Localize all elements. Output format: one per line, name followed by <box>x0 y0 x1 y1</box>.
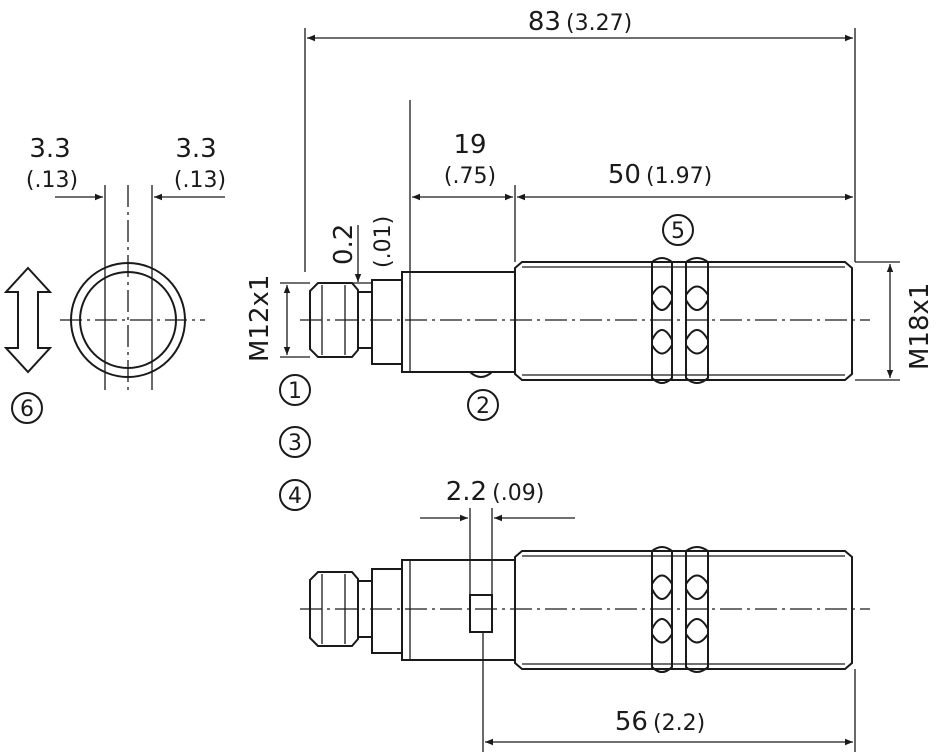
callout-4: 4 <box>279 479 311 511</box>
dim-thread-length: 50 (1.97) <box>517 160 853 201</box>
svg-text:2: 2 <box>476 394 490 419</box>
sensor-side-view <box>300 257 870 384</box>
svg-text:(.75): (.75) <box>444 164 496 189</box>
svg-text:(.13): (.13) <box>26 168 78 193</box>
svg-text:1: 1 <box>288 379 302 404</box>
svg-text:2.2 (.09): 2.2 (.09) <box>446 477 545 507</box>
dim-overall-length: 83 (3.27) <box>304 7 856 272</box>
svg-text:56 (2.2): 56 (2.2) <box>615 707 705 737</box>
svg-text:3: 3 <box>288 431 302 456</box>
svg-text:5: 5 <box>671 219 685 244</box>
svg-text:3.3: 3.3 <box>175 134 216 164</box>
svg-text:M12x1: M12x1 <box>245 275 275 362</box>
callout-1: 1 <box>279 374 311 406</box>
dim-m12-thread: M12x1 <box>245 275 310 362</box>
dim-gap: 0.2 (.01) <box>329 216 396 284</box>
dim-led-width: 2.2 (.09) <box>420 477 575 595</box>
callouts: 6 1 3 4 2 5 <box>11 214 694 511</box>
nut-1 <box>651 257 673 384</box>
dim-connector-section: 19 (.75) <box>409 100 516 272</box>
callout-6: 6 <box>11 392 43 424</box>
svg-text:4: 4 <box>288 484 302 509</box>
svg-text:M18x1: M18x1 <box>905 283 935 370</box>
dim-m18-thread: M18x1 <box>855 261 935 381</box>
nut-2 <box>685 257 709 384</box>
svg-text:19: 19 <box>453 130 486 160</box>
svg-text:6: 6 <box>20 397 34 422</box>
svg-text:83 (3.27): 83 (3.27) <box>528 7 632 37</box>
callout-3: 3 <box>279 426 311 458</box>
sensor-front-view: 3.3 (.13) 3.3 (.13) <box>3 134 226 390</box>
svg-text:50 (1.97): 50 (1.97) <box>608 160 712 190</box>
svg-text:(.13): (.13) <box>174 168 226 193</box>
callout-5: 5 <box>662 214 694 246</box>
svg-text:3.3: 3.3 <box>29 134 70 164</box>
dim-led-to-end: 56 (2.2) <box>482 632 856 752</box>
double-arrow-icon <box>3 266 53 374</box>
svg-text:0.2: 0.2 <box>329 224 359 265</box>
callout-2: 2 <box>467 389 499 421</box>
sensor-bottom-view <box>300 546 870 673</box>
led-window <box>469 594 493 633</box>
svg-text:(.01): (.01) <box>371 216 396 268</box>
